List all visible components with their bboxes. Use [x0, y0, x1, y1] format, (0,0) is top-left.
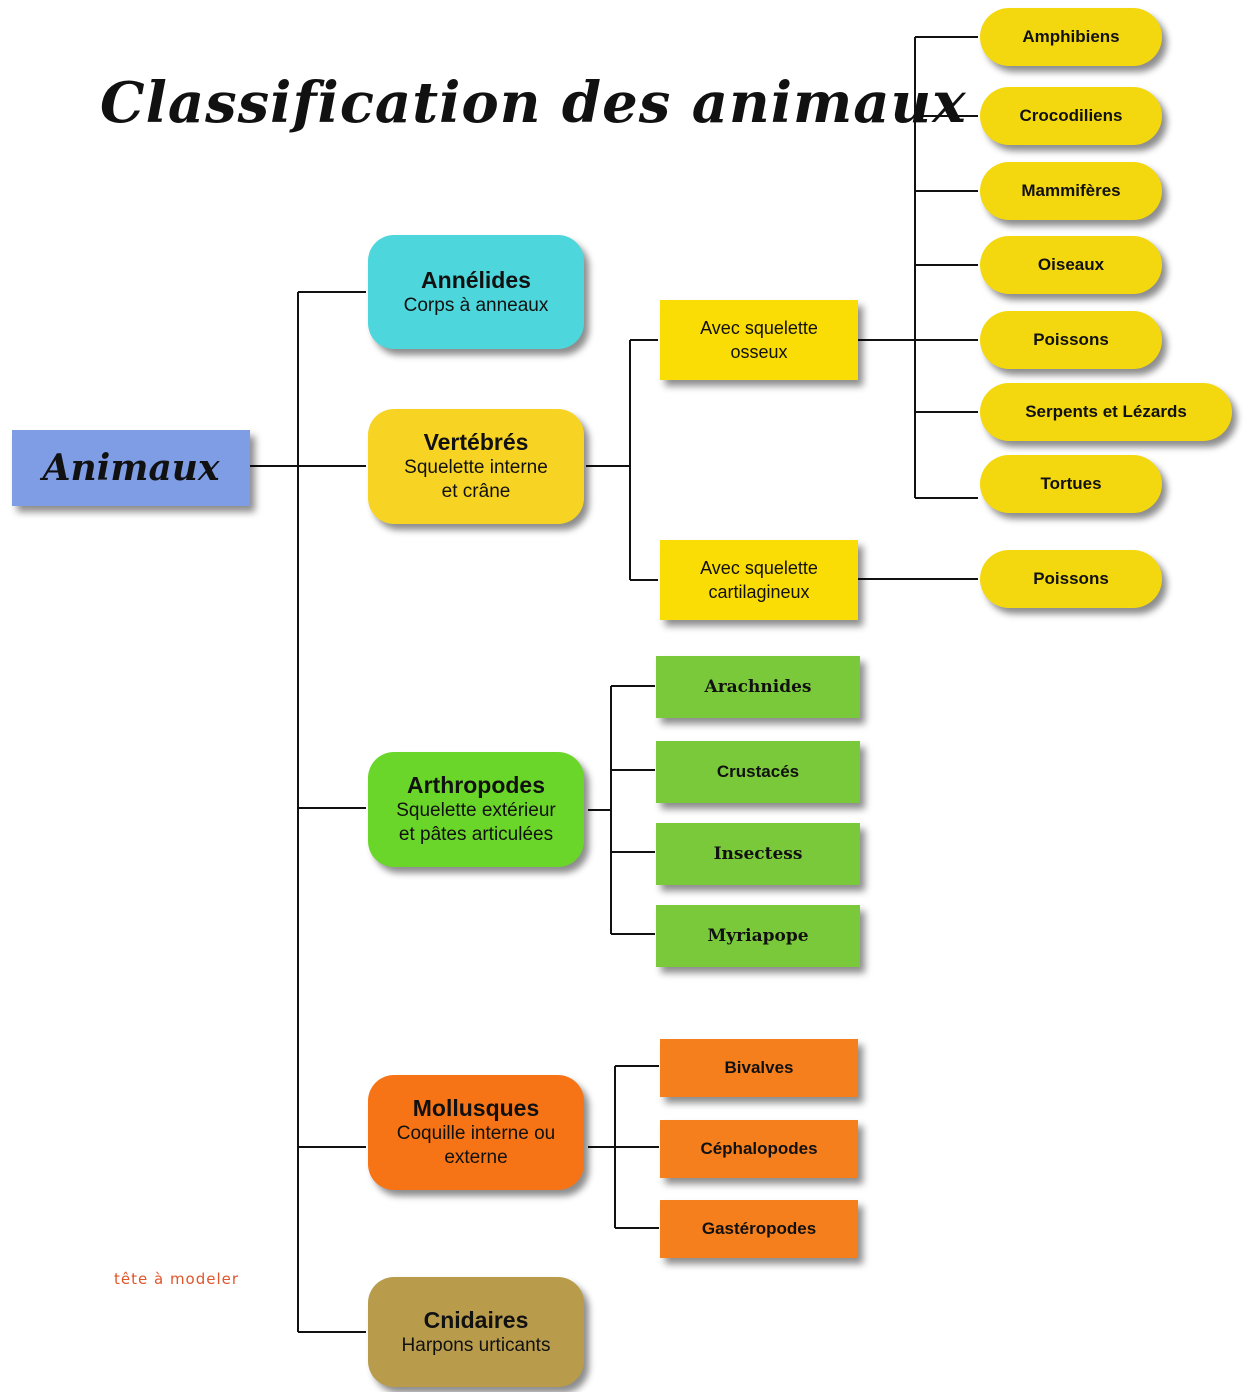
annelides-name: Annélides — [421, 266, 531, 293]
leaf-crocodiliens: Crocodiliens — [980, 87, 1162, 145]
vertebres-name: Vertébrés — [423, 429, 529, 455]
leaf-oiseaux: Oiseaux — [980, 236, 1162, 294]
leaf-poissons-cartilagineux: Poissons — [980, 550, 1162, 608]
node-vertebres: Vertébrés Squelette interne et crâne — [368, 409, 584, 524]
root-label: Animaux — [42, 447, 220, 489]
leaf-tortues: Tortues — [980, 455, 1162, 513]
root-node-animaux: Animaux — [12, 430, 250, 506]
osseux-line1: Avec squelette — [700, 318, 818, 338]
leaf-arachnides: Arachnides — [656, 656, 860, 718]
vertebres-desc-line2: et crâne — [441, 481, 511, 502]
leaf-crustaces: Crustacés — [656, 741, 860, 803]
leaf-poissons-osseux: Poissons — [980, 311, 1162, 369]
osseux-line2: osseux — [730, 342, 788, 362]
node-squelette-osseux: Avec squelette osseux — [660, 300, 858, 380]
page-title: Classification des animaux — [100, 70, 967, 136]
arthropodes-desc-line2: et pâtes articulées — [398, 824, 554, 845]
cartilagineux-line1: Avec squelette — [700, 558, 818, 578]
annelides-desc: Corps à anneaux — [403, 294, 549, 316]
node-cnidaires: Cnidaires Harpons urticants — [368, 1277, 584, 1387]
leaf-cephalopodes: Céphalopodes — [660, 1120, 858, 1178]
node-annelides: Annélides Corps à anneaux — [368, 235, 584, 349]
cartilagineux-line2: cartilagineux — [708, 582, 810, 602]
arthropodes-name: Arthropodes — [407, 772, 545, 798]
leaf-bivalves: Bivalves — [660, 1039, 858, 1097]
cnidaires-name: Cnidaires — [423, 1306, 529, 1333]
leaf-insectess: Insectess — [656, 823, 860, 885]
leaf-amphibiens: Amphibiens — [980, 8, 1162, 66]
arthropodes-desc-line1: Squelette extérieur — [396, 800, 556, 821]
leaf-mammiferes: Mammifères — [980, 162, 1162, 220]
cnidaires-desc: Harpons urticants — [401, 1334, 551, 1356]
mollusques-desc-line1: Coquille interne ou — [396, 1123, 556, 1144]
mollusques-desc-line2: externe — [444, 1147, 508, 1168]
leaf-myriapope: Myriapope — [656, 905, 860, 967]
tete-a-modeler-logo[interactable]: tête à modeler — [114, 1270, 240, 1288]
node-squelette-cartilagineux: Avec squelette cartilagineux — [660, 540, 858, 620]
leaf-serpents-lezards: Serpents et Lézards — [980, 383, 1232, 441]
mollusques-name: Mollusques — [412, 1095, 540, 1121]
node-mollusques: Mollusques Coquille interne ou externe — [368, 1075, 584, 1190]
leaf-gasteropodes: Gastéropodes — [660, 1200, 858, 1258]
node-arthropodes: Arthropodes Squelette extérieur et pâtes… — [368, 752, 584, 867]
vertebres-desc-line1: Squelette interne — [404, 457, 548, 478]
